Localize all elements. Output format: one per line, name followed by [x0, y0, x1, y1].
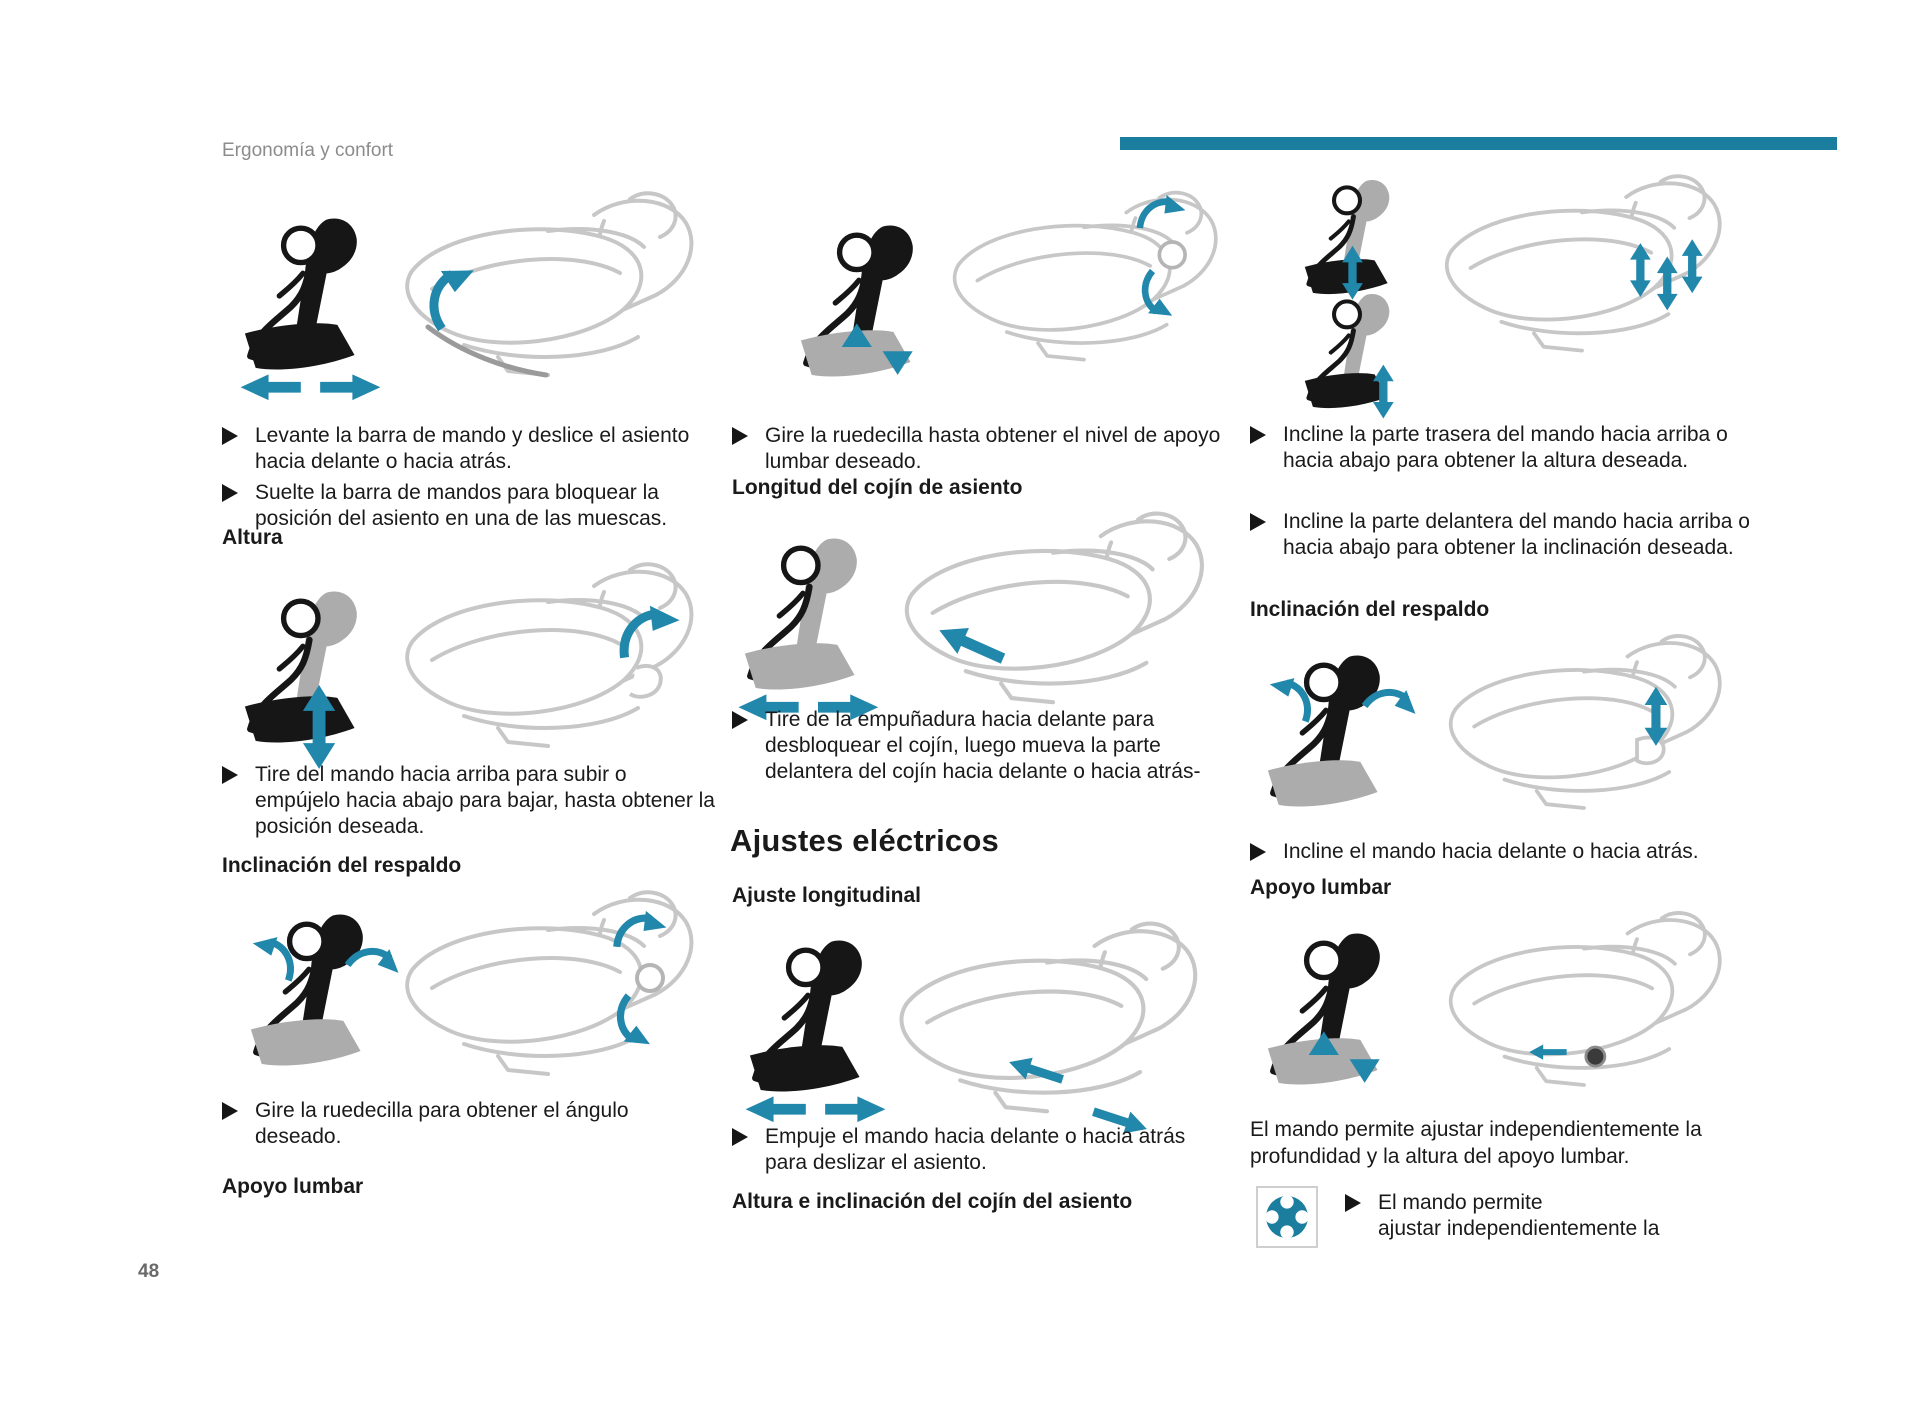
seat-sketch-icon	[405, 562, 694, 748]
section-heading-ajuste-longitudinal: Ajuste longitudinal	[732, 884, 921, 907]
illustration-electric-recline	[1250, 628, 1728, 840]
bullet-triangle-icon	[1345, 1194, 1361, 1212]
instruction-bullet: Suelte la barra de mandos para bloquear …	[222, 480, 717, 532]
seat-sketch-icon	[1448, 634, 1722, 810]
bullet-triangle-icon	[1250, 513, 1266, 531]
page-header-title: Ergonomía y confort	[222, 140, 394, 161]
bullet-triangle-icon	[1250, 426, 1266, 444]
illustration-electric-height-tilt	[1250, 168, 1728, 423]
seat-pictogram-icon	[1304, 294, 1394, 419]
bullet-triangle-icon	[1250, 843, 1266, 861]
seat-pictogram-icon	[1255, 655, 1427, 807]
bullet-triangle-icon	[222, 427, 238, 445]
seat-sketch-icon	[1448, 911, 1722, 1087]
illustration-backrest-recline	[230, 884, 700, 1099]
seat-pictogram-icon	[238, 914, 410, 1066]
bullet-triangle-icon	[222, 484, 238, 502]
instruction-bullet: Tire de la empuñadura hacia delante para…	[732, 707, 1230, 785]
recline-arrow-left-icon	[1270, 678, 1308, 721]
slide-arrows-icon	[240, 374, 381, 401]
instruction-bullet: Gire la ruedecilla para obtener el ángul…	[222, 1098, 717, 1150]
instruction-bullet: Tire del mando hacia arriba para subir o…	[222, 762, 717, 840]
illustration-electric-lumbar	[1250, 910, 1728, 1110]
seat-sketch-icon	[1444, 174, 1722, 353]
recline-arrow-left-icon	[253, 937, 291, 980]
seat-sketch-icon	[405, 191, 694, 378]
slide-arrows-icon	[745, 1096, 886, 1123]
bullet-triangle-icon	[732, 1128, 748, 1146]
page-number: 48	[138, 1261, 160, 1282]
section-heading-apoyo-lumbar: Apoyo lumbar	[1250, 876, 1392, 899]
seat-sketch-icon	[892, 915, 1202, 1140]
seat-pictogram-icon	[1267, 933, 1380, 1085]
section-heading-altura: Altura	[222, 526, 283, 549]
illustration-electric-slide	[732, 915, 1212, 1140]
seat-pictogram-icon	[240, 218, 381, 401]
seat-pictogram-icon	[745, 940, 886, 1123]
illustration-seat-height	[230, 556, 700, 781]
illustration-manual-slide	[230, 185, 700, 420]
seat-pictogram-icon	[800, 225, 913, 377]
instruction-bullet: Empuje el mando hacia delante o hacia at…	[732, 1124, 1230, 1176]
section-heading-inclinacion: Inclinación del respaldo	[1250, 598, 1490, 621]
seat-sketch-icon	[952, 185, 1218, 362]
illustration-lumbar-knob	[788, 185, 1218, 430]
section-heading-longitud: Longitud del cojín de asiento	[732, 476, 1023, 499]
bullet-triangle-icon	[732, 427, 748, 445]
seat-sketch-icon	[405, 890, 694, 1076]
instruction-bullet: Incline la parte trasera del mando hacia…	[1250, 422, 1765, 474]
section-title-ajustes-electricos: Ajustes eléctricos	[730, 823, 999, 858]
lumbar-paragraph: El mando permite ajustar independienteme…	[1250, 1118, 1702, 1168]
illustration-cushion-length	[732, 505, 1212, 721]
section-heading-apoyo-lumbar: Apoyo lumbar	[222, 1175, 364, 1198]
instruction-bullet: Incline el mando hacia delante o hacia a…	[1250, 839, 1765, 865]
section-heading-inclinacion: Inclinación del respaldo	[222, 854, 462, 877]
lumbar-button-icon	[1256, 1186, 1318, 1248]
bullet-triangle-icon	[222, 1102, 238, 1120]
seat-sketch-icon	[897, 505, 1209, 723]
instruction-bullet: Levante la barra de mando y deslice el a…	[222, 423, 717, 475]
instruction-bullet: El mando permite ajustar independienteme…	[1345, 1190, 1708, 1242]
seat-pictogram-icon	[738, 538, 879, 721]
bullet-triangle-icon	[732, 711, 748, 729]
header-accent-bar	[1120, 137, 1837, 150]
instruction-bullet: Gire la ruedecilla hasta obtener el nive…	[732, 423, 1230, 475]
instruction-bullet: Incline la parte delantera del mando hac…	[1250, 509, 1765, 561]
seat-pictogram-icon	[244, 591, 357, 769]
bullet-triangle-icon	[222, 766, 238, 784]
section-heading-altura-inclinacion: Altura e inclinación del cojín del asien…	[732, 1190, 1133, 1213]
